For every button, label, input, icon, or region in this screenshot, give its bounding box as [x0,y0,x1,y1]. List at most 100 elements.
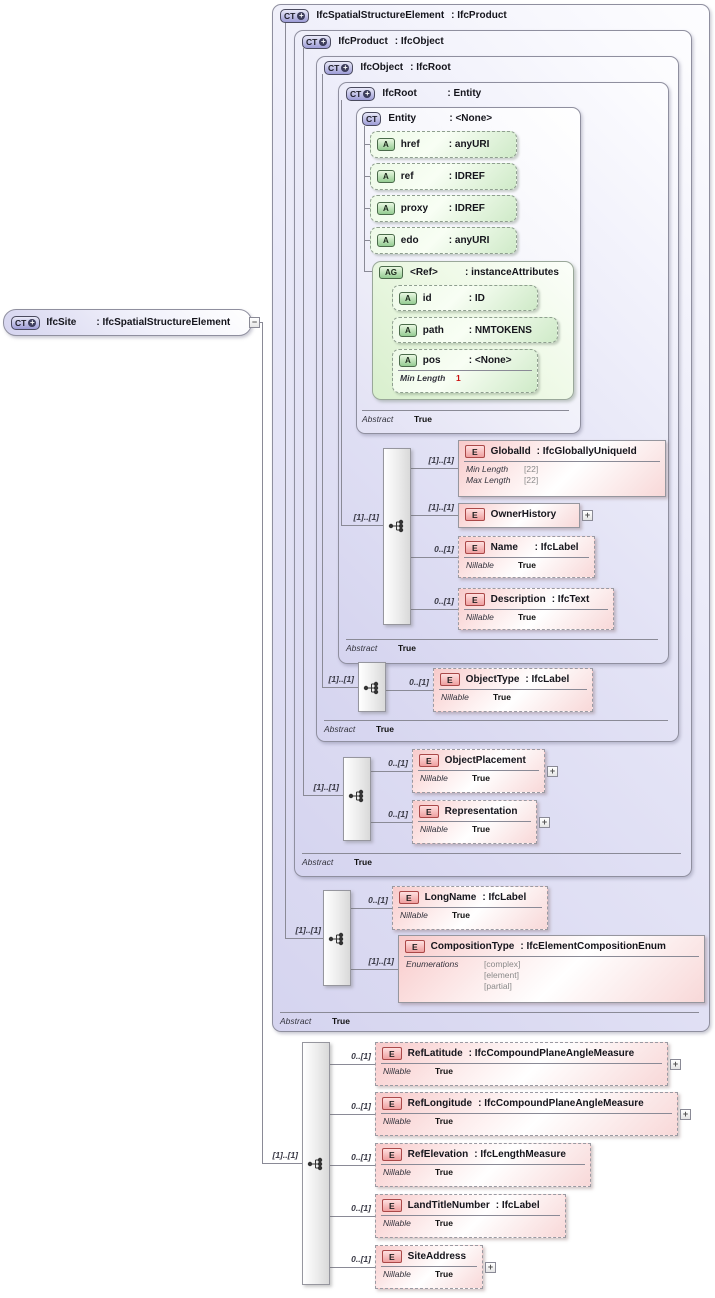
sequence-indicator-ifcroot[interactable] [383,448,411,625]
element-type: : IfcLabel [482,892,527,903]
sequence-icon [348,789,364,803]
connector-line [330,1216,375,1217]
connector-line [262,1163,302,1164]
complextype-header-entity[interactable]: CT Entity : <None> [362,111,492,126]
connector-line [364,271,372,272]
attribute-icon: A [399,291,417,305]
type-name: IfcSite [46,317,77,328]
attribute-ref[interactable]: A ref : IDREF [370,163,517,190]
plus-badge-icon: + [297,10,306,20]
expand-button-ownerhistory[interactable]: + [582,510,593,521]
attribute-name: ref [400,171,414,182]
element-name: OwnerHistory [490,509,557,520]
expand-button-reflongitude[interactable]: + [680,1109,691,1120]
complextype-header-ifcproduct[interactable]: CT+ IfcProduct : IfcObject [302,34,444,49]
connector-line [351,969,398,970]
complextype-header-ifcobject[interactable]: CT+ IfcObject : IfcRoot [324,60,451,75]
connector-line [303,48,304,795]
sequence-indicator-ifcsite[interactable] [302,1042,330,1285]
element-icon: E [465,593,485,606]
base-type: : IfcSpatialStructureElement [96,317,231,328]
sequence-indicator-ifcspatialstructureelement[interactable] [323,890,351,986]
attribute-icon: A [377,234,395,247]
attribute-group-name: <Ref> [410,267,438,278]
plus-badge-icon: + [363,88,372,98]
base-type: : IfcObject [394,36,444,47]
cardinality-label: 0..[1] [351,1152,371,1162]
facet-min-length: Min Length 1 [400,373,461,383]
collapse-button-ifcsite[interactable]: − [249,317,260,328]
element-name: ObjectType [465,674,520,685]
connector-line [330,1064,375,1065]
attribute-href[interactable]: A href : anyURI [370,131,517,158]
complextype-header-ifcroot[interactable]: CT+ IfcRoot : Entity [346,86,481,101]
plus-badge-icon: + [319,36,328,46]
divider [439,689,587,690]
attribute-id[interactable]: A id : ID [392,285,538,311]
expand-button-reflatitude[interactable]: + [670,1059,681,1070]
element-name: GlobalId [490,446,531,457]
element-icon: E [440,673,460,686]
element-icon: E [405,940,425,953]
attribute-type: : NMTOKENS [468,324,532,336]
attribute-icon: A [399,354,417,367]
cardinality-label: 0..[1] [351,1101,371,1111]
cardinality-label: [1]..[1] [295,925,322,935]
sequence-indicator-ifcproduct[interactable] [343,757,371,841]
sequence-icon [328,932,344,946]
cardinality-label: [1]..[1] [353,512,380,522]
expand-button-objectplacement[interactable]: + [547,766,558,777]
attribute-edo[interactable]: A edo : anyURI [370,227,517,254]
attribute-name: edo [400,235,419,246]
type-name: IfcRoot [382,88,417,99]
sequence-indicator-ifcobject[interactable] [358,662,386,712]
cardinality-label: 0..[1] [434,596,454,606]
connector-line [330,1114,375,1115]
expand-button-representation[interactable]: + [539,817,550,828]
element-icon: E [382,1148,402,1161]
element-type: : IfcLabel [495,1200,540,1211]
attribute-path[interactable]: A path : NMTOKENS [392,317,558,343]
connector-line [411,609,458,610]
type-name: IfcSpatialStructureElement [316,10,445,21]
attribute-proxy[interactable]: A proxy : IDREF [370,195,517,222]
element-name: ObjectPlacement [444,755,526,766]
element-name: RefLatitude [407,1048,463,1059]
connector-line [341,100,342,525]
connector-line [341,525,383,526]
attribute-name: id [422,292,432,304]
element-type: : IfcElementCompositionEnum [520,941,666,952]
complextype-icon: CT+ [11,315,41,330]
connector-line [262,322,263,1164]
root-node-ifcsite[interactable]: CT+ IfcSite : IfcSpatialStructureElement [3,309,252,336]
divider [381,1063,662,1064]
attribute-pos[interactable]: A pos : <None> Min Length 1 [392,349,538,393]
connector-line [322,687,358,688]
element-icon: E [382,1097,402,1110]
complextype-header-ifcspatialstructureelement[interactable]: CT+ IfcSpatialStructureElement : IfcProd… [280,8,507,23]
element-icon: E [382,1199,402,1212]
attribute-type: : IDREF [448,203,485,214]
divider [381,1164,585,1165]
expand-button-siteaddress[interactable]: + [485,1262,496,1273]
